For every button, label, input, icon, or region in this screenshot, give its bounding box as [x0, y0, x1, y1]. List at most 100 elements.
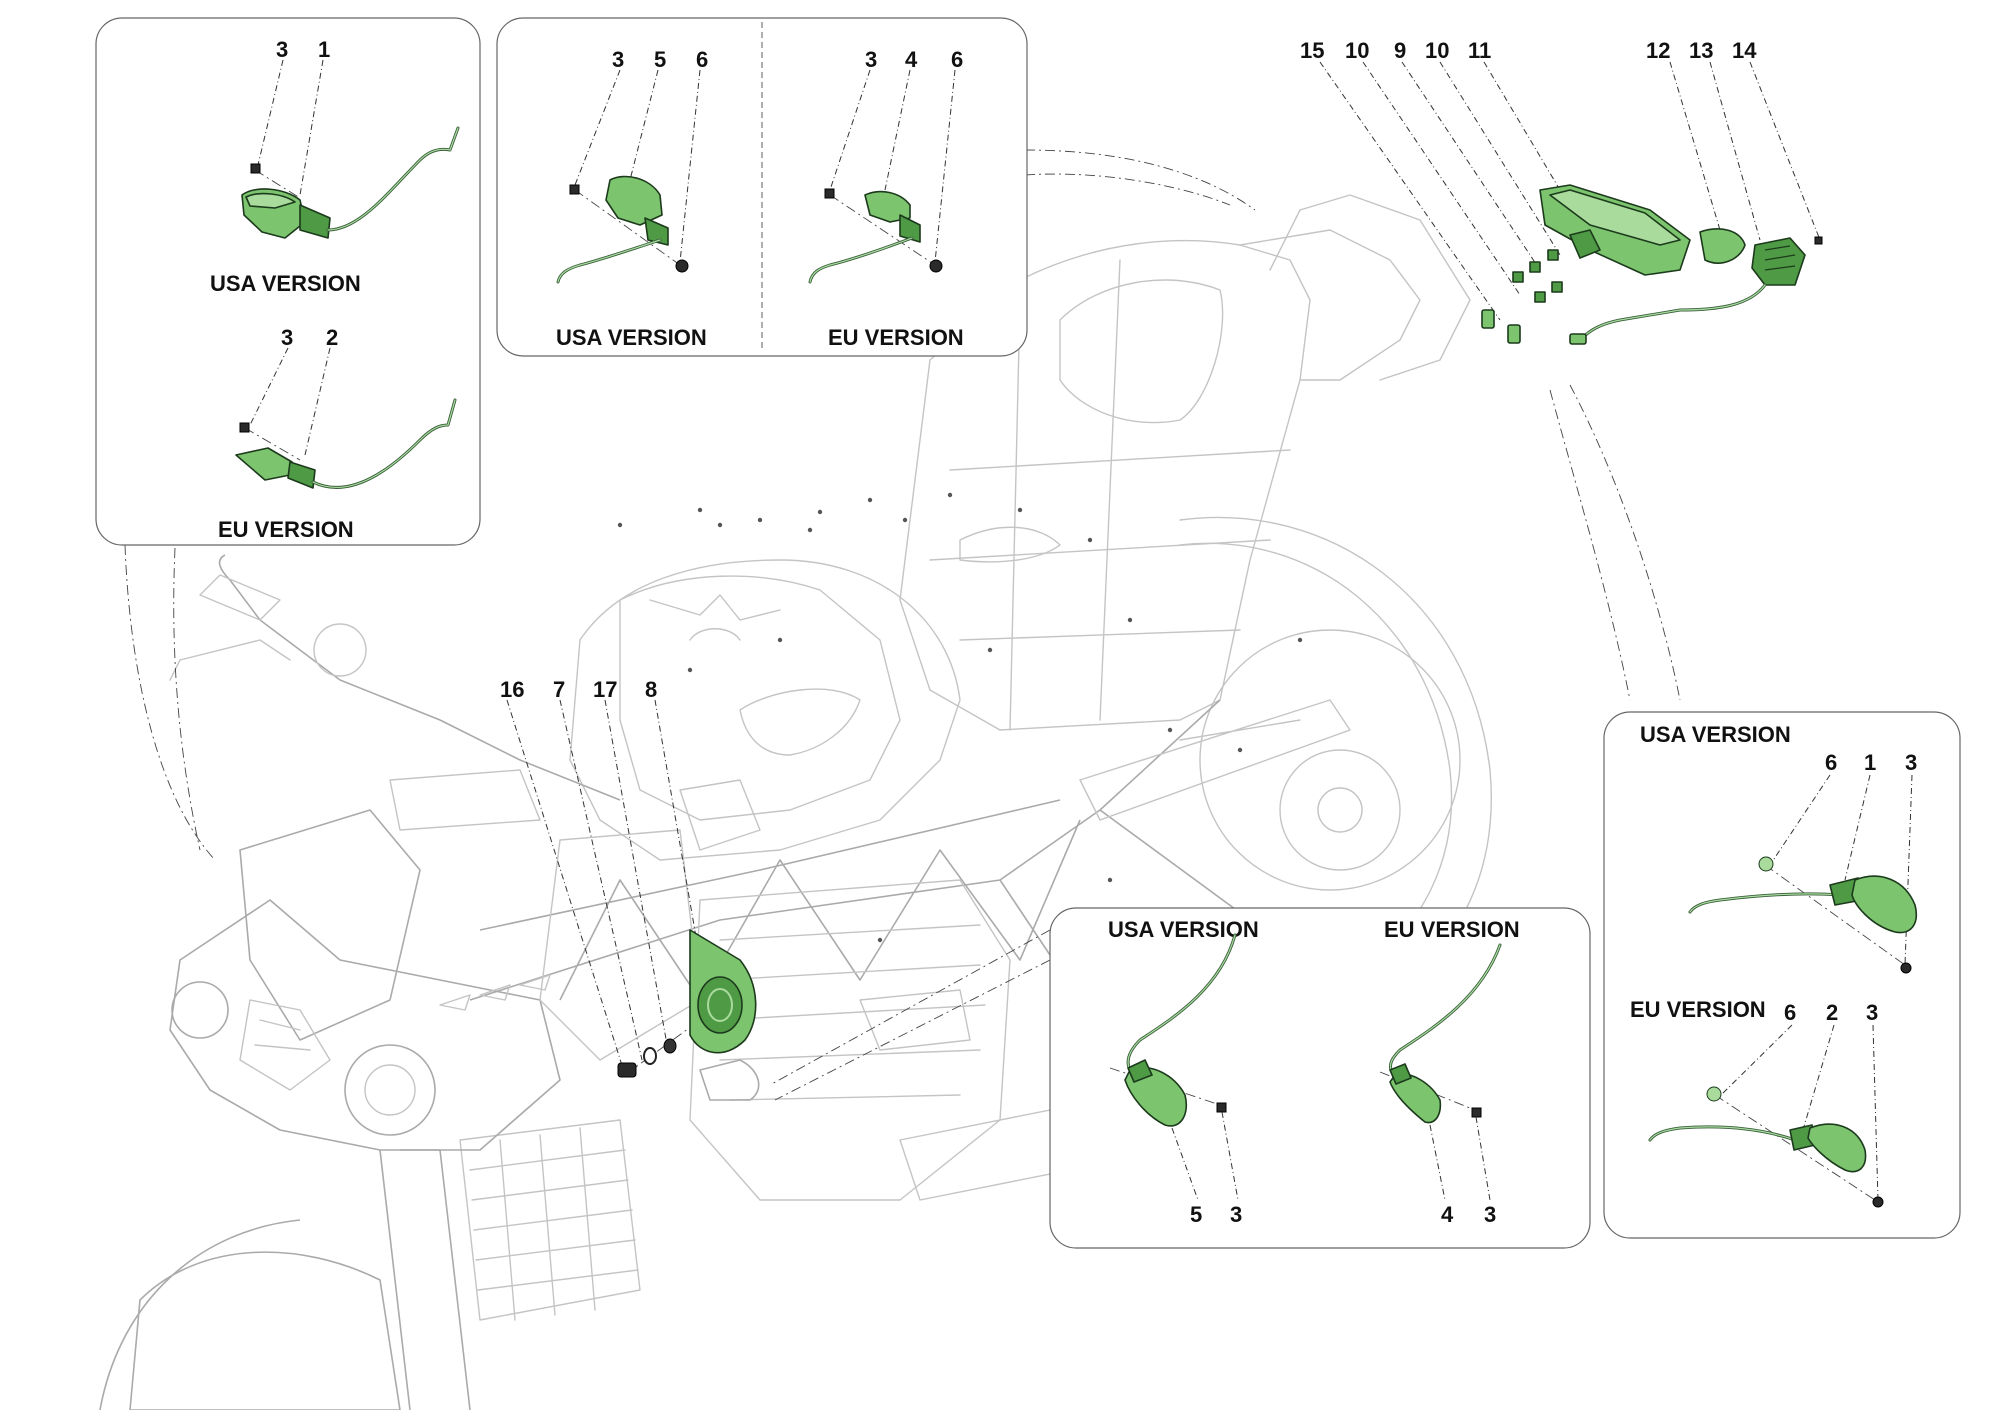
tail-leader-9 [1401, 61, 1541, 271]
callout-b-6-eu: 6 [951, 47, 963, 72]
version-label-b-eu: EU VERSION [828, 325, 964, 350]
indicator-c5-cable-core [1127, 934, 1236, 1071]
screw-d-eu [1872, 1196, 1884, 1208]
indicator-d2-cable-core [1649, 1126, 1796, 1141]
tail-leader-11 [1483, 61, 1561, 191]
axis-c-eu [1379, 1071, 1476, 1111]
callout-d-3-eu: 3 [1866, 1000, 1878, 1025]
version-label-c-usa: USA VERSION [1108, 917, 1259, 942]
guide-mid-panel-2 [774, 959, 1051, 1101]
callout-8: 8 [645, 677, 657, 702]
plate-light-screw [1814, 236, 1823, 245]
guide-top-panel-1 [1024, 149, 1256, 211]
front-tyre [99, 1219, 301, 1410]
tail-grommet-4 [1534, 291, 1546, 303]
version-label-b-usa: USA VERSION [556, 325, 707, 350]
version-label-c-eu: EU VERSION [1384, 917, 1520, 942]
panel-front-indicators-frame [95, 17, 481, 546]
callout-d-1: 1 [1864, 750, 1876, 775]
screw-b-eu [824, 188, 835, 199]
seat-lines [929, 259, 1291, 731]
version-label-a-usa: USA VERSION [210, 271, 361, 296]
leader-b-3-usa [574, 69, 621, 186]
tail-leader-15 [1319, 61, 1501, 321]
tail-grommet-3 [1547, 249, 1559, 261]
panel-front-top: 3 5 6 USA VERSION 3 4 6 EU VERSION [496, 17, 1028, 357]
leader-b-5 [629, 69, 659, 181]
leader-b-6-usa [679, 69, 701, 263]
indicator-5-body [605, 175, 663, 226]
callout-d-6-usa: 6 [1825, 750, 1837, 775]
screw-a-eu [239, 422, 250, 433]
callout-d-6-eu: 6 [1784, 1000, 1796, 1025]
rear-hub [1317, 787, 1363, 833]
horn-washer [643, 1047, 657, 1065]
callout-11: 11 [1468, 38, 1491, 63]
plate-light-body [1751, 237, 1806, 286]
fuel-tank [569, 559, 961, 861]
fairing-vents [439, 974, 551, 1011]
leader-d-3-eu [1872, 1024, 1879, 1201]
callout-14: 14 [1732, 38, 1757, 63]
guide-rear-right-2 [1569, 384, 1681, 701]
indicator-2-stem [287, 461, 316, 489]
horn-bolt [617, 1062, 637, 1078]
footpeg-bracket [859, 989, 971, 1051]
indicator-1-lens [245, 192, 296, 209]
leader-b-6-eu [934, 69, 956, 263]
leader-c-3-eu [1475, 1116, 1491, 1201]
indicator-c4-stem [1389, 1063, 1412, 1085]
panel-guide-lines [124, 149, 1681, 1101]
callout-15: 15 [1300, 38, 1324, 63]
tail-grommet-2 [1529, 261, 1541, 273]
callout-13: 13 [1689, 38, 1713, 63]
nut-b-usa [675, 259, 689, 273]
callout-17: 17 [593, 677, 617, 702]
leader-a-2 [304, 347, 331, 456]
handlebar-grip [199, 574, 281, 621]
indicator-2-cable-core [312, 399, 456, 488]
plate-light-cable [1578, 283, 1767, 342]
knee-grip [739, 688, 861, 756]
tail-leader-10b [1439, 61, 1561, 256]
version-label-d-eu: EU VERSION [1630, 997, 1766, 1022]
axis-a-usa [254, 169, 301, 199]
callout-10-a: 10 [1345, 38, 1369, 63]
panel-rear-right: USA VERSION EU VERSION 6 1 3 6 2 3 [1603, 711, 1961, 1239]
callout-10-b: 10 [1425, 38, 1449, 63]
screw-b-usa [569, 184, 580, 195]
seat-cushion [1059, 279, 1224, 424]
indicator-1-stem [299, 204, 331, 239]
indicator-c4-body [1389, 1073, 1442, 1124]
leader-b-4 [884, 69, 911, 191]
axis-b-usa [574, 189, 681, 266]
tail-light-lens [1549, 189, 1681, 246]
tank-scoop [959, 526, 1061, 563]
indicator-5-stem [644, 217, 669, 246]
callout-c-3-eu: 3 [1484, 1202, 1496, 1227]
callout-a-1: 1 [318, 37, 330, 62]
horn-axis [624, 1019, 701, 1076]
horn-leader-16 [506, 699, 626, 1076]
clutch-unit [679, 779, 761, 851]
engine-fins [719, 924, 986, 1101]
leader-b-3-eu [829, 69, 871, 191]
rider-seat [899, 239, 1311, 731]
callout-9: 9 [1394, 38, 1406, 63]
headlight-grille [239, 999, 331, 1091]
horn-leader-17 [604, 699, 669, 1051]
brake-reservoir [313, 623, 367, 677]
indicator-5-cable-core [557, 239, 661, 283]
tank-logo [649, 594, 781, 641]
panel-front-indicators: 3 1 USA VERSION 3 2 EU VERSION [95, 17, 481, 546]
version-label-a-eu: EU VERSION [218, 517, 354, 542]
horn-leader-7 [559, 699, 643, 1061]
plate-light-fins [1764, 245, 1796, 271]
screw-d-usa [1900, 962, 1912, 974]
front-right-indicator-ghost [699, 1059, 760, 1101]
leader-d-6-eu [1717, 1024, 1793, 1099]
indicator-c4-cable-core [1389, 944, 1501, 1073]
leader-c-3-usa [1221, 1111, 1239, 1201]
horn-assembly: 16 7 17 8 [500, 677, 757, 1078]
tail-leader-14 [1749, 61, 1821, 241]
